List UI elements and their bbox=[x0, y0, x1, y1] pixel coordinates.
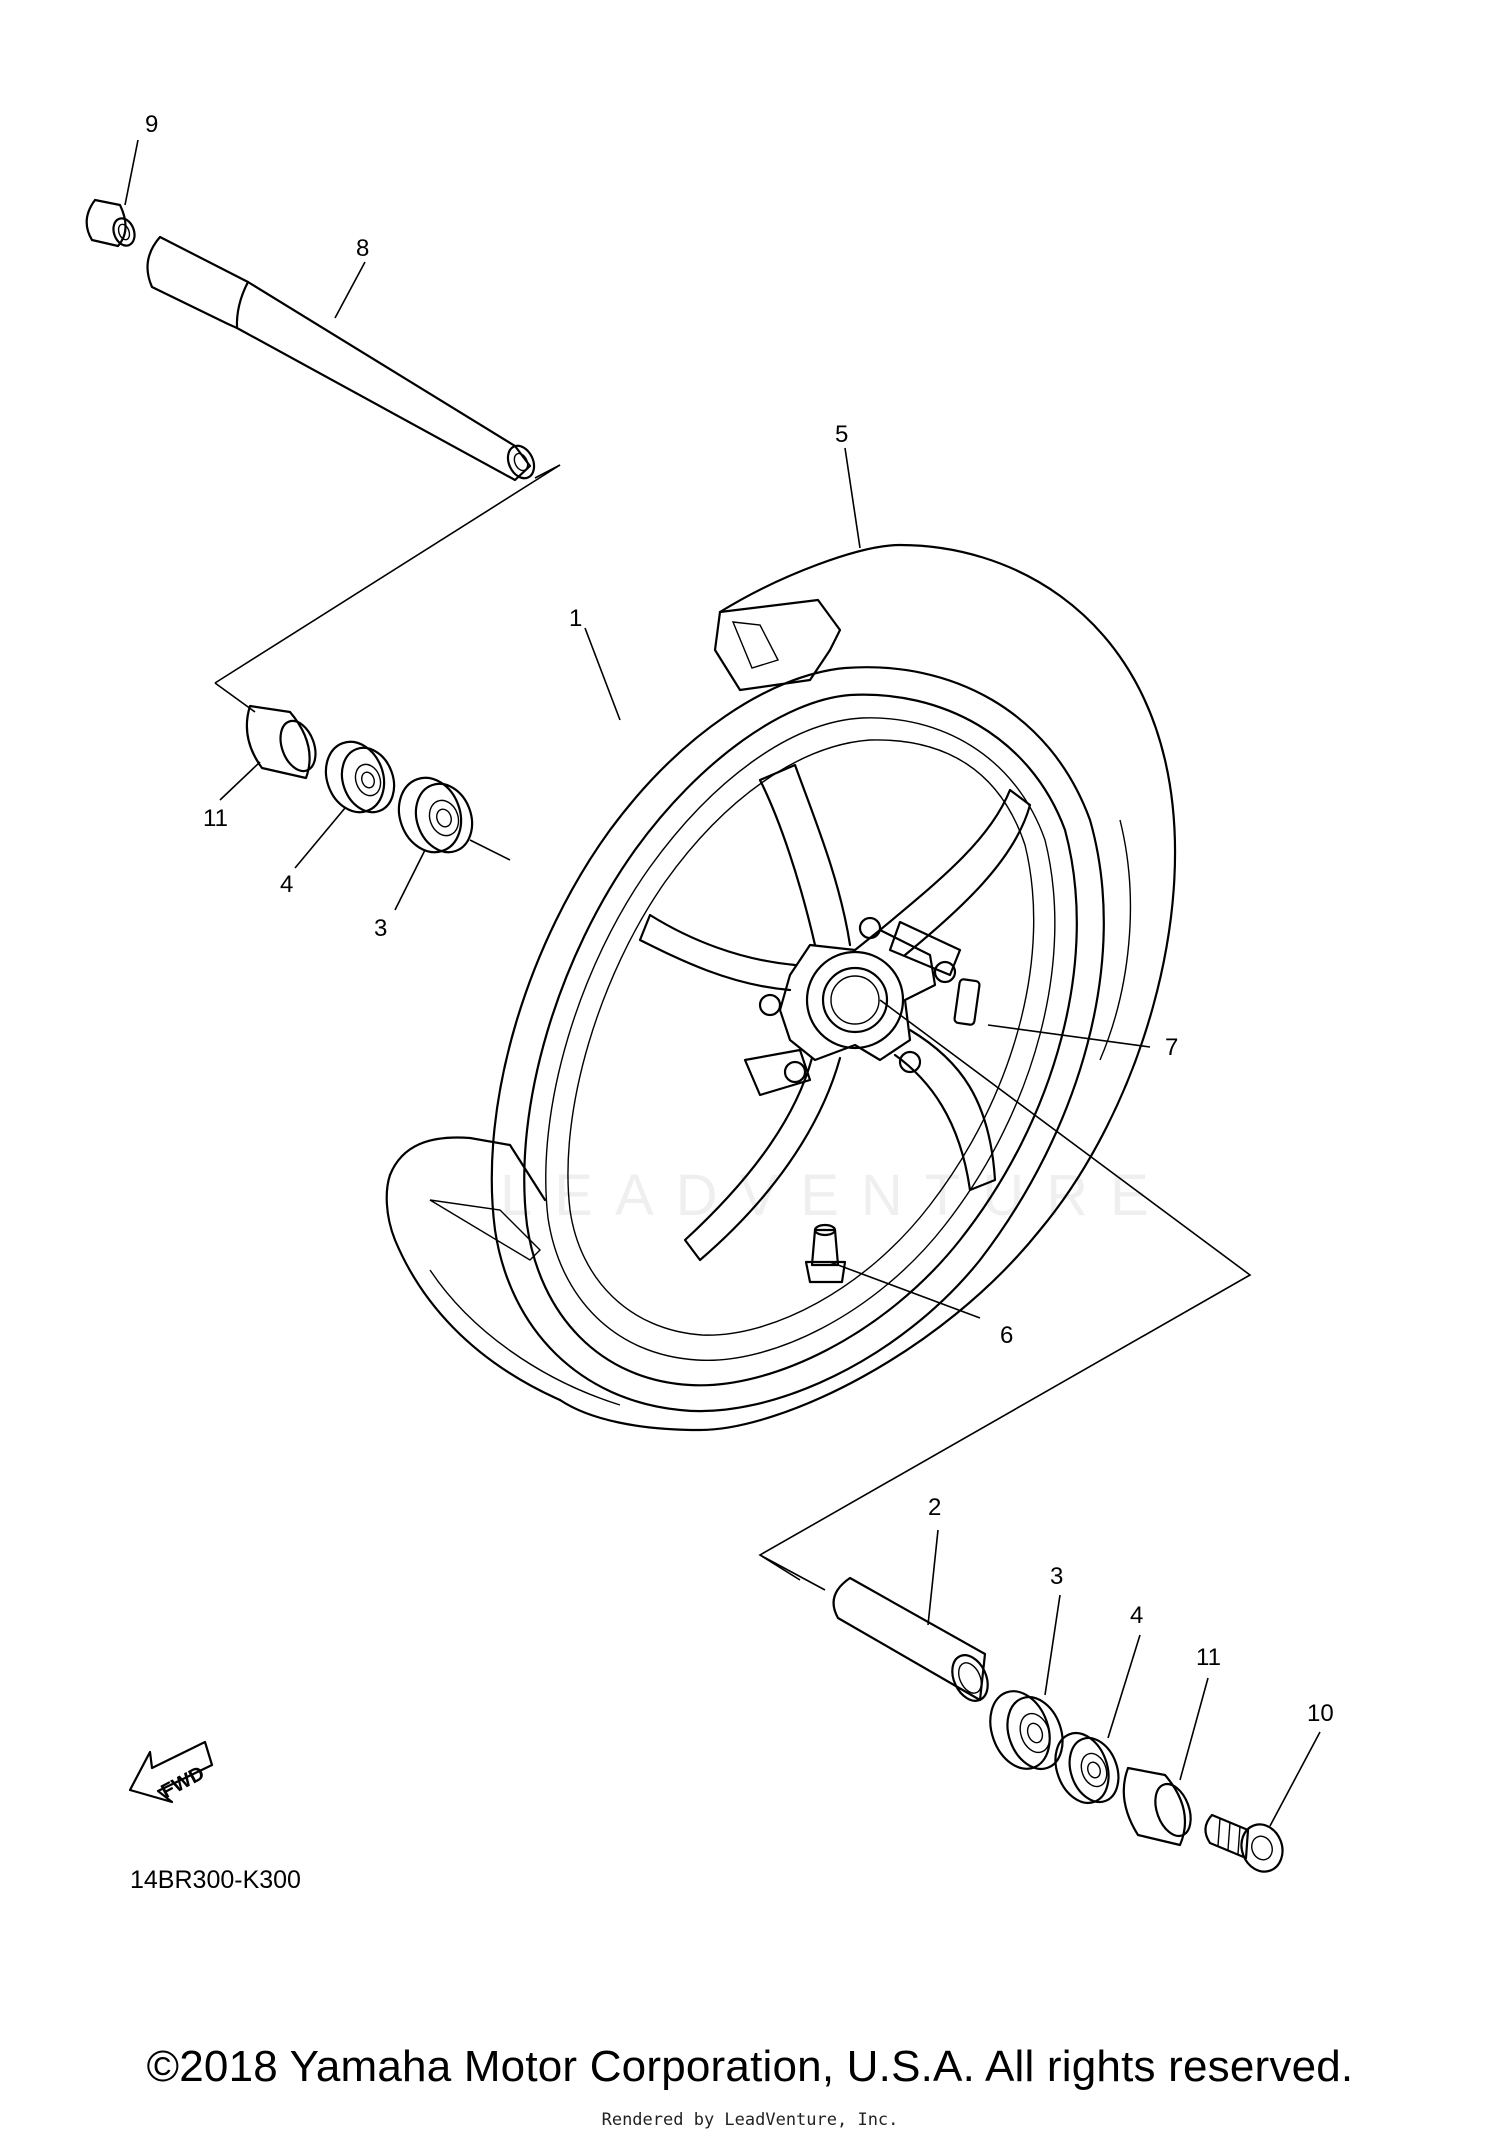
part-4-seal-left[interactable] bbox=[316, 734, 402, 821]
part-9-collar[interactable] bbox=[85, 198, 139, 249]
part-11-collar-right[interactable] bbox=[1122, 1766, 1198, 1847]
fwd-arrow-icon: FWD bbox=[128, 1740, 214, 1804]
callout-11-right[interactable]: 11 bbox=[1196, 1644, 1221, 1671]
part-2-spacer[interactable] bbox=[832, 1576, 995, 1707]
part-5-tire[interactable] bbox=[385, 543, 1177, 1432]
callout-4-right[interactable]: 4 bbox=[1130, 1602, 1143, 1629]
callout-11-left[interactable]: 11 bbox=[203, 805, 228, 832]
leader-lines bbox=[124, 139, 1321, 1827]
callout-7[interactable]: 7 bbox=[1165, 1034, 1178, 1061]
copyright-notice: ©2018 Yamaha Motor Corporation, U.S.A. A… bbox=[146, 2042, 1354, 2091]
part-7-balance-weight[interactable] bbox=[953, 978, 981, 1026]
part-3-bearing-right[interactable] bbox=[980, 1683, 1072, 1777]
callout-3-left[interactable]: 3 bbox=[374, 915, 387, 942]
rendered-by-notice: Rendered by LeadVenture, Inc. bbox=[601, 2110, 899, 2130]
part-10-bolt[interactable] bbox=[1204, 1813, 1289, 1877]
callout-1[interactable]: 1 bbox=[569, 605, 582, 632]
callout-4-left[interactable]: 4 bbox=[280, 871, 293, 898]
wheel-spokes bbox=[638, 763, 1032, 1262]
callout-8[interactable]: 8 bbox=[356, 235, 369, 262]
part-1-wheel[interactable] bbox=[490, 666, 1105, 1413]
assembly-guide-lines bbox=[214, 464, 1252, 1591]
watermark-text: LEADVENTURE bbox=[500, 1163, 1171, 1228]
callout-3-right[interactable]: 3 bbox=[1050, 1563, 1063, 1590]
disc-mount-bosses bbox=[743, 916, 962, 1097]
part-6-valve[interactable] bbox=[804, 1223, 847, 1284]
callout-6[interactable]: 6 bbox=[1000, 1322, 1013, 1349]
callout-5[interactable]: 5 bbox=[835, 421, 848, 448]
part-3-bearing-left[interactable] bbox=[389, 769, 482, 861]
part-8-axle[interactable] bbox=[146, 235, 540, 482]
callout-2[interactable]: 2 bbox=[928, 1494, 941, 1521]
part-11-collar-left[interactable] bbox=[245, 704, 322, 780]
part-4-seal-right[interactable] bbox=[1046, 1726, 1127, 1811]
callout-10[interactable]: 10 bbox=[1307, 1700, 1334, 1727]
diagram-code: 14BR300-K300 bbox=[130, 1866, 301, 1894]
callout-9[interactable]: 9 bbox=[145, 111, 158, 138]
fwd-label: FWD bbox=[158, 1762, 209, 1803]
callout-labels: 9 8 5 1 11 4 3 7 6 2 3 4 11 10 bbox=[145, 111, 1334, 1727]
